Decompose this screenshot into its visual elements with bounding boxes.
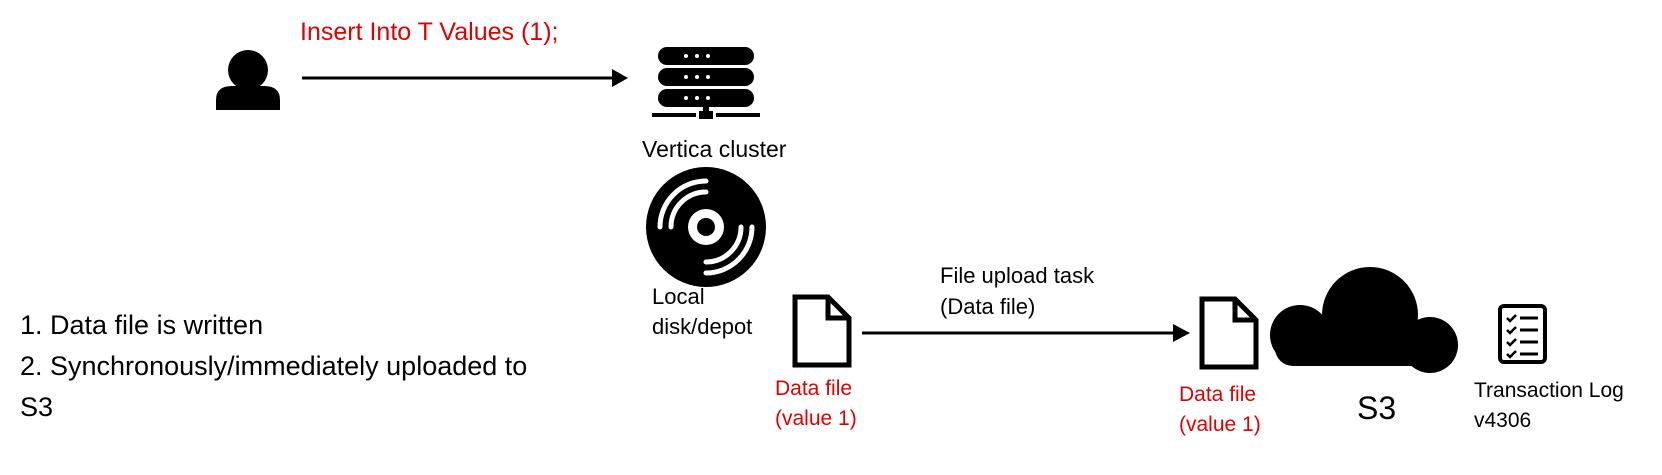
file-icon [792, 294, 852, 368]
query-arrow [302, 69, 628, 87]
cluster-label: Vertica cluster [642, 136, 787, 162]
data-file-s3-line2: (value 1) [1179, 413, 1261, 436]
data-file-s3-line1: Data file [1179, 383, 1257, 406]
storage-label: S3 [1357, 390, 1397, 426]
transaction-log-line1: Transaction Log [1474, 379, 1624, 402]
local-disk-label: Local disk/depot [652, 282, 752, 342]
server-icon [652, 47, 760, 119]
steps-note: 1. Data file is written 2. Synchronously… [20, 305, 527, 428]
data-file-s3-label: Data file (value 1) [1179, 380, 1261, 440]
upload-task-label-line1: File upload task [940, 263, 1095, 288]
checklist-icon [1498, 304, 1547, 364]
data-file-local-line2: (value 1) [775, 407, 857, 430]
disk-icon [646, 167, 766, 287]
step-line: 1. Data file is written [20, 310, 264, 340]
local-disk-label-line2: disk/depot [652, 314, 753, 339]
cloud-icon [1270, 267, 1458, 373]
transaction-log-line2: v4306 [1474, 409, 1532, 432]
file-icon [1199, 296, 1259, 370]
local-disk-label-line1: Local [652, 284, 705, 309]
sql-statement: Insert Into T Values (1); [300, 18, 559, 46]
user-icon [216, 50, 280, 110]
data-file-local-label: Data file (value 1) [775, 374, 857, 434]
upload-arrow [862, 324, 1190, 342]
step-line: 2. Synchronously/immediately uploaded to [20, 351, 528, 381]
transaction-log-label: Transaction Log v4306 [1474, 376, 1624, 436]
upload-task-label: File upload task (Data file) [940, 260, 1094, 322]
step-line: S3 [20, 392, 54, 422]
upload-task-label-line2: (Data file) [940, 294, 1036, 319]
data-file-local-line1: Data file [775, 377, 853, 400]
